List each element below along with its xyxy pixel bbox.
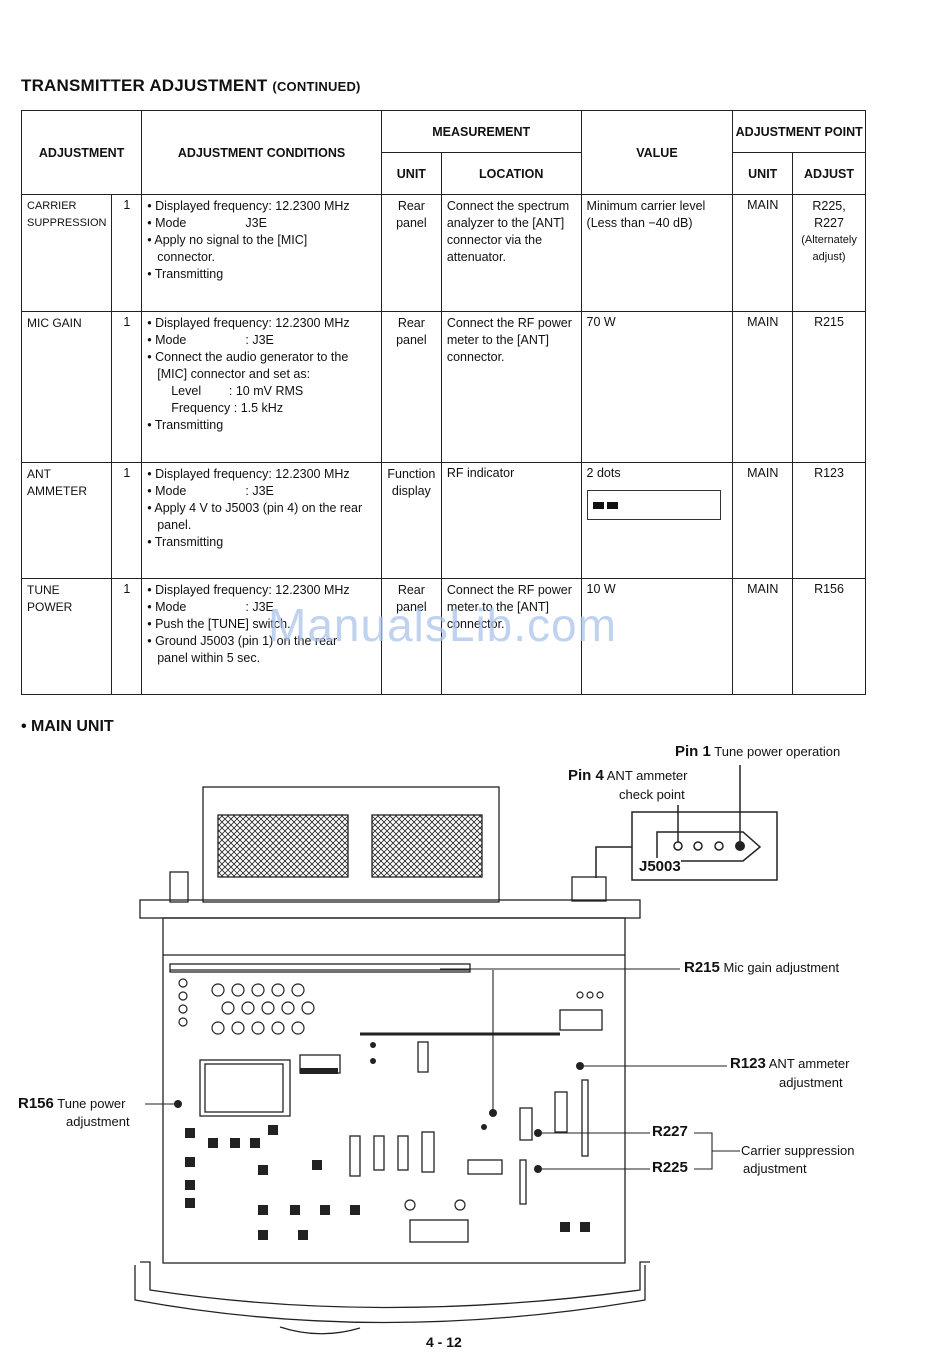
- row-conditions: • Displayed frequency: 12.2300 MHz • Mod…: [141, 194, 382, 312]
- heatsink-vent-right: [371, 814, 483, 878]
- row-step: 1: [111, 311, 143, 463]
- j5003-connector-shape: [656, 831, 762, 862]
- header-adjustment-point: ADJUSTMENT POINT: [732, 110, 866, 153]
- label-r156: R156 Tune power: [18, 1095, 126, 1112]
- adjustment-table: ADJUSTMENT ADJUSTMENT CONDITIONS MEASURE…: [20, 110, 866, 695]
- heatsink-vent-left: [217, 814, 349, 878]
- carrier-bracket: [694, 1132, 713, 1170]
- chassis: [162, 917, 626, 1264]
- row-point-unit: MAIN: [732, 578, 794, 695]
- shield-box: [199, 1059, 291, 1117]
- row-point-unit: MAIN: [732, 194, 794, 312]
- header-point-adjust: ADJUST: [792, 152, 866, 195]
- indicator-dot: [592, 502, 604, 509]
- row-unit: Rear panel: [380, 194, 442, 312]
- label-r227: R227: [652, 1123, 688, 1140]
- j5003-pin1: [735, 841, 745, 851]
- r227-trimmer: [534, 1129, 542, 1137]
- row-adjust: R123: [792, 462, 866, 579]
- row-location: Connect the spectrum analyzer to the [AN…: [440, 194, 582, 312]
- row-value: 2 dots: [580, 462, 734, 579]
- row-adjust: R215: [792, 311, 866, 463]
- row-conditions: • Displayed frequency: 12.2300 MHz • Mod…: [141, 462, 382, 579]
- row-conditions: • Displayed frequency: 12.2300 MHz • Mod…: [141, 311, 382, 463]
- label-j5003: J5003: [639, 858, 681, 875]
- watermark: ManualsLib.com: [268, 599, 617, 651]
- r123-trimmer: [576, 1062, 584, 1070]
- table-row: MIC GAIN 1 • Displayed frequency: 12.230…: [20, 311, 866, 463]
- label-r225: R225: [652, 1159, 688, 1176]
- rear-panel: [139, 899, 641, 919]
- j5003-detail-box: [631, 811, 778, 881]
- row-unit: Rear panel: [380, 311, 442, 463]
- row-adjust: R156: [792, 578, 866, 695]
- row-name: ANT AMMETER: [20, 462, 113, 579]
- row-name: TUNE POWER: [20, 578, 113, 695]
- header-value: VALUE: [580, 110, 734, 195]
- table-row: CARRIER SUPPRESSION 1 • Displayed freque…: [20, 194, 866, 312]
- row-location: Connect the RF power meter to the [ANT] …: [440, 311, 582, 463]
- label-r156-desc: adjustment: [66, 1114, 130, 1129]
- row-conditions: • Displayed frequency: 12.2300 MHz • Mod…: [141, 578, 382, 695]
- heatsink-housing: [202, 786, 500, 903]
- r215-trimmer: [489, 1109, 497, 1117]
- row-name: CARRIER SUPPRESSION: [20, 194, 113, 312]
- label-r123-desc: adjustment: [779, 1075, 843, 1090]
- table-row: TUNE POWER 1 • Displayed frequency: 12.2…: [20, 578, 866, 695]
- section-title: • MAIN UNIT: [21, 718, 114, 735]
- label-pin4-desc: check point: [619, 787, 685, 802]
- r156-trimmer: [174, 1100, 182, 1108]
- label-pin4: Pin 4 ANT ammeter: [568, 767, 688, 784]
- label-carrier: Carrier suppression: [741, 1143, 855, 1158]
- table-row: ANT AMMETER 1 • Displayed frequency: 12.…: [20, 462, 866, 579]
- page-title: TRANSMITTER ADJUSTMENT (CONTINUED): [21, 76, 361, 95]
- header-adjustment: ADJUSTMENT: [20, 110, 143, 195]
- row-step: 1: [111, 578, 143, 695]
- row-value: Minimum carrier level (Less than −40 dB): [580, 194, 734, 312]
- j5003-plug: [571, 876, 607, 902]
- label-r123: R123 ANT ammeter: [730, 1055, 850, 1072]
- rf-indicator-display: [586, 490, 721, 520]
- row-value: 70 W: [580, 311, 734, 463]
- label-pin1: Pin 1 Tune power operation: [675, 743, 841, 760]
- row-unit: Rear panel: [380, 578, 442, 695]
- header-location: LOCATION: [440, 152, 582, 195]
- row-unit: Function display: [380, 462, 442, 579]
- label-carrier-desc: adjustment: [743, 1161, 807, 1176]
- row-value: 10 W: [580, 578, 734, 695]
- label-r215: R215 Mic gain adjustment: [684, 959, 840, 976]
- page-number: 4 - 12: [426, 1334, 462, 1350]
- row-location: Connect the RF power meter to the [ANT] …: [440, 578, 582, 695]
- r225-trimmer: [534, 1165, 542, 1173]
- rear-panel-knob: [169, 871, 189, 903]
- row-adjust: R225, R227 (Alternately adjust): [792, 194, 866, 312]
- header-unit: UNIT: [380, 152, 442, 195]
- row-name: MIC GAIN: [20, 311, 113, 463]
- indicator-dot: [606, 502, 618, 509]
